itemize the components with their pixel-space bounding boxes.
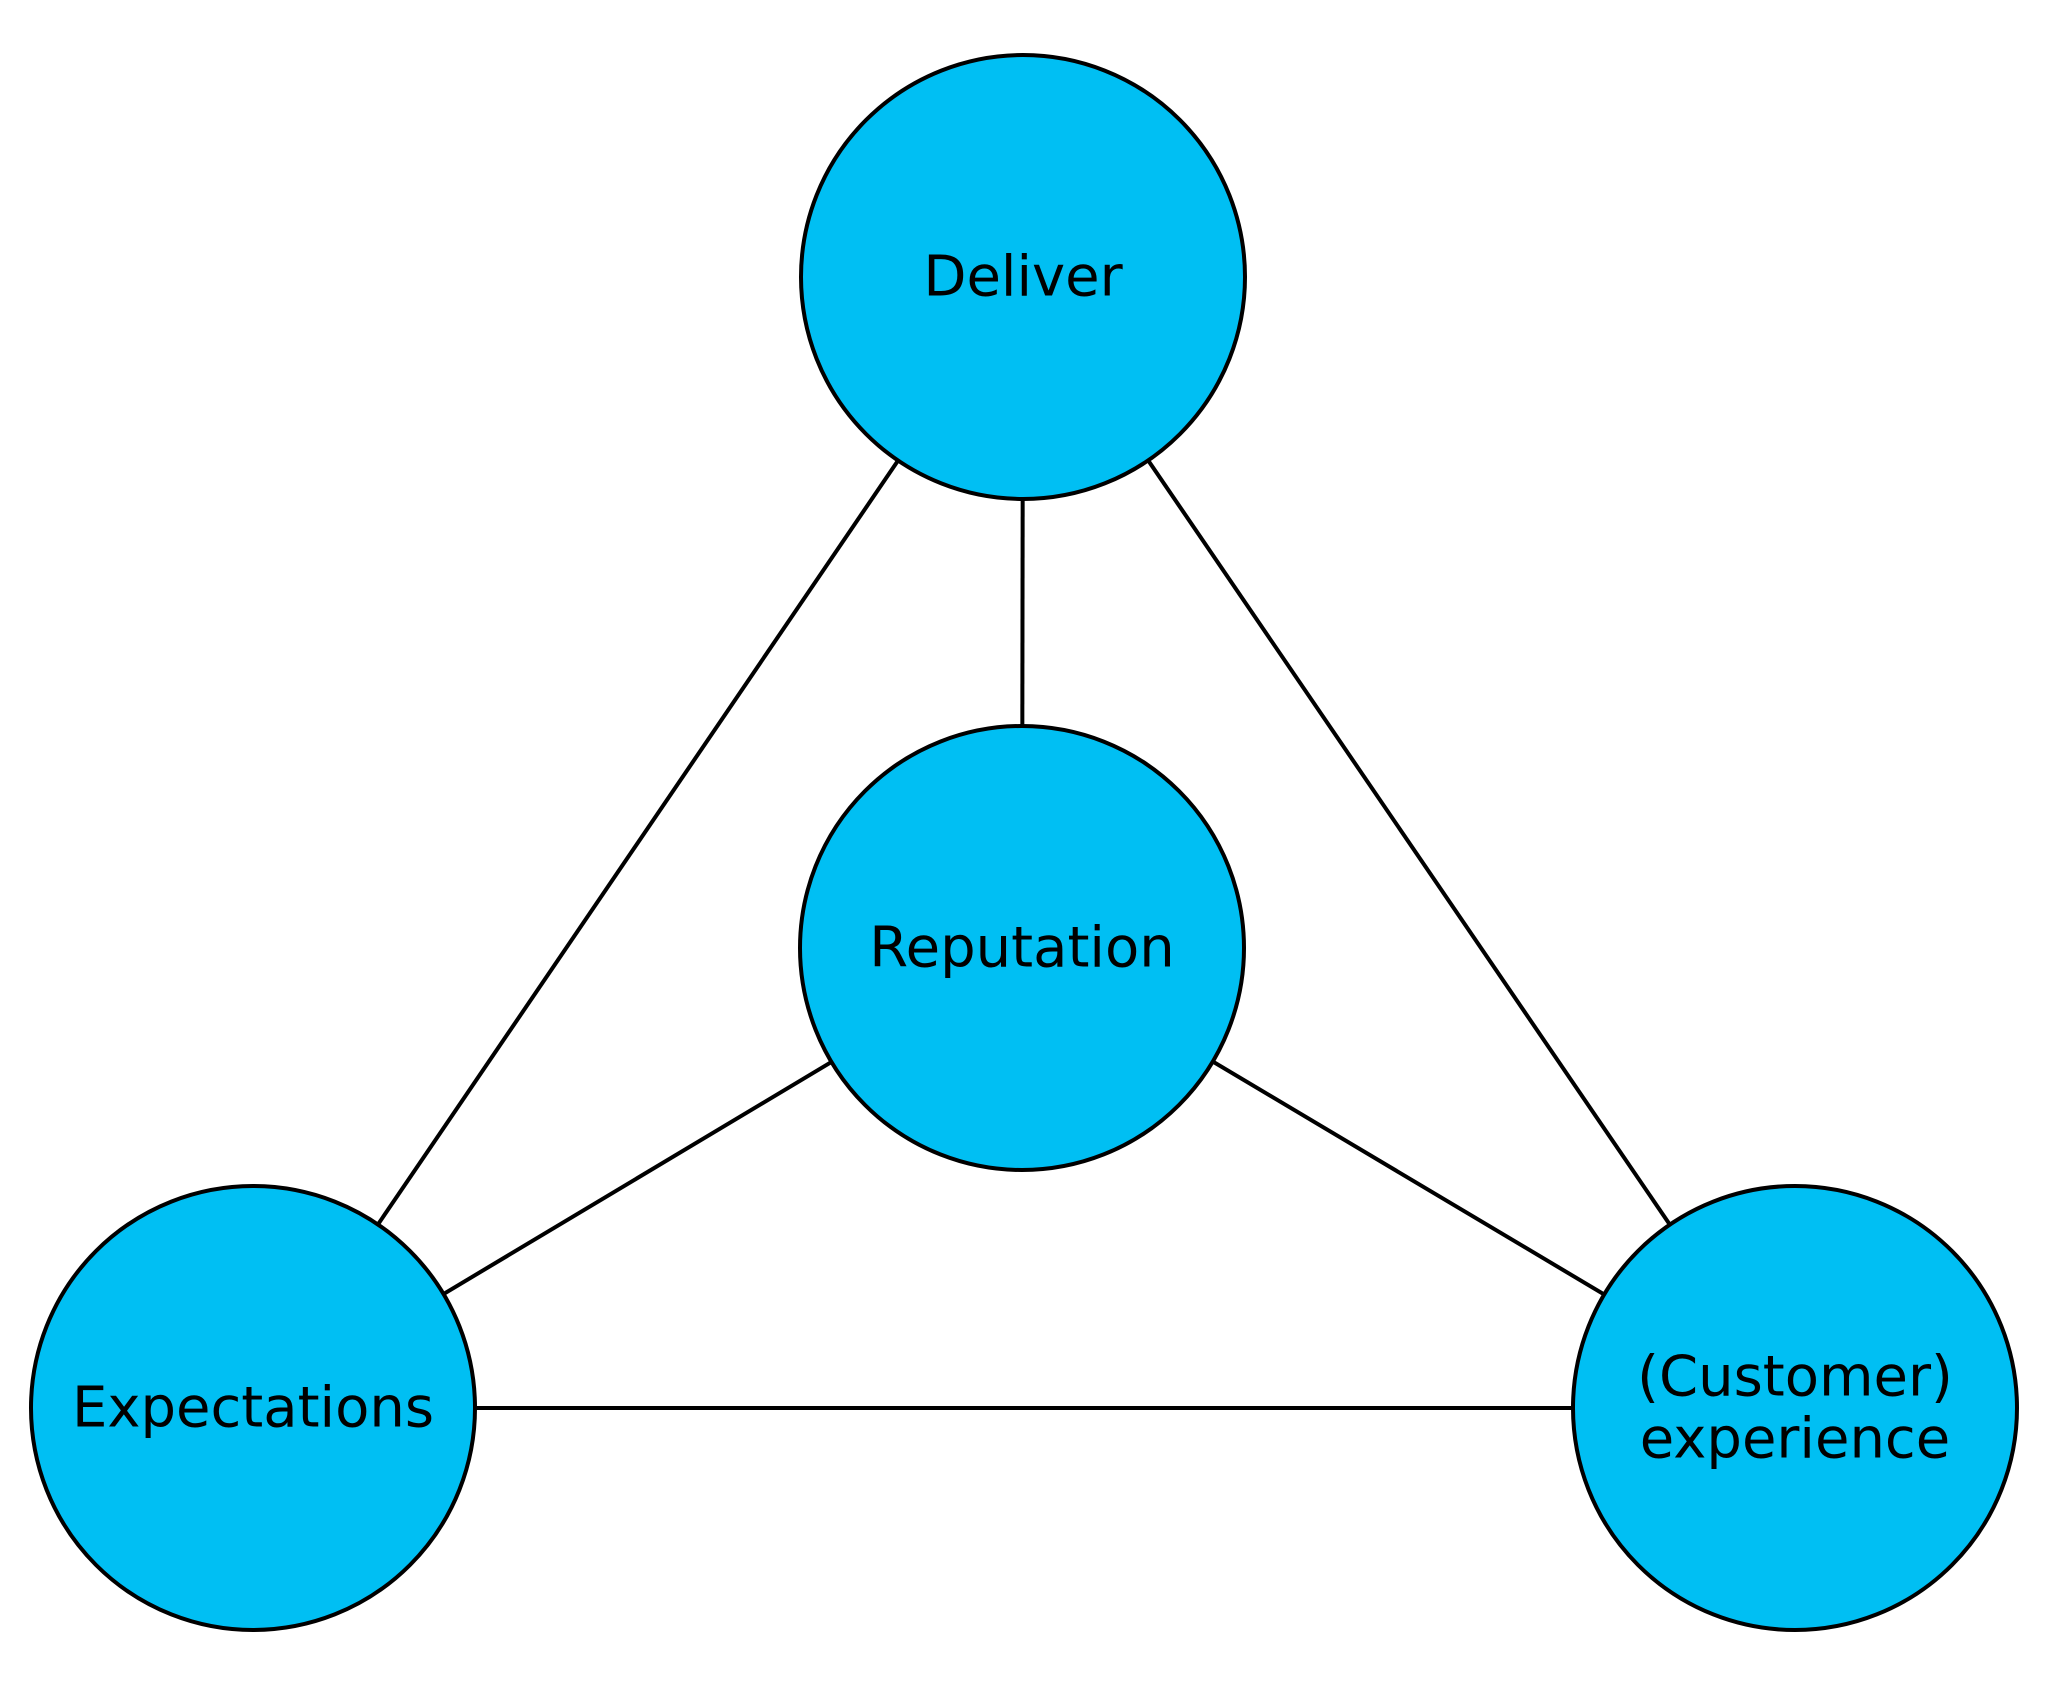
node-reputation: Reputation	[798, 724, 1246, 1172]
node-expectations: Expectations	[29, 1184, 477, 1632]
node-deliver: Deliver	[799, 53, 1247, 501]
node-circle-reputation	[798, 724, 1246, 1172]
node-customer-experience: (Customer)experience	[1571, 1184, 2019, 1632]
node-label-expectations: Expectations	[72, 1376, 434, 1441]
node-circle-expectations	[29, 1184, 477, 1632]
node-label-customer-experience: (Customer)	[1637, 1345, 1953, 1410]
edge-deliver-expectations	[251, 275, 1025, 1410]
node-circle-deliver	[799, 53, 1247, 501]
node-circle-customer-experience	[1571, 1184, 2019, 1632]
node-label-customer-experience: experience	[1640, 1407, 1950, 1472]
node-label-reputation: Reputation	[869, 916, 1174, 981]
edge-deliver-customer-experience	[1021, 275, 1797, 1410]
node-label-deliver: Deliver	[923, 245, 1123, 310]
